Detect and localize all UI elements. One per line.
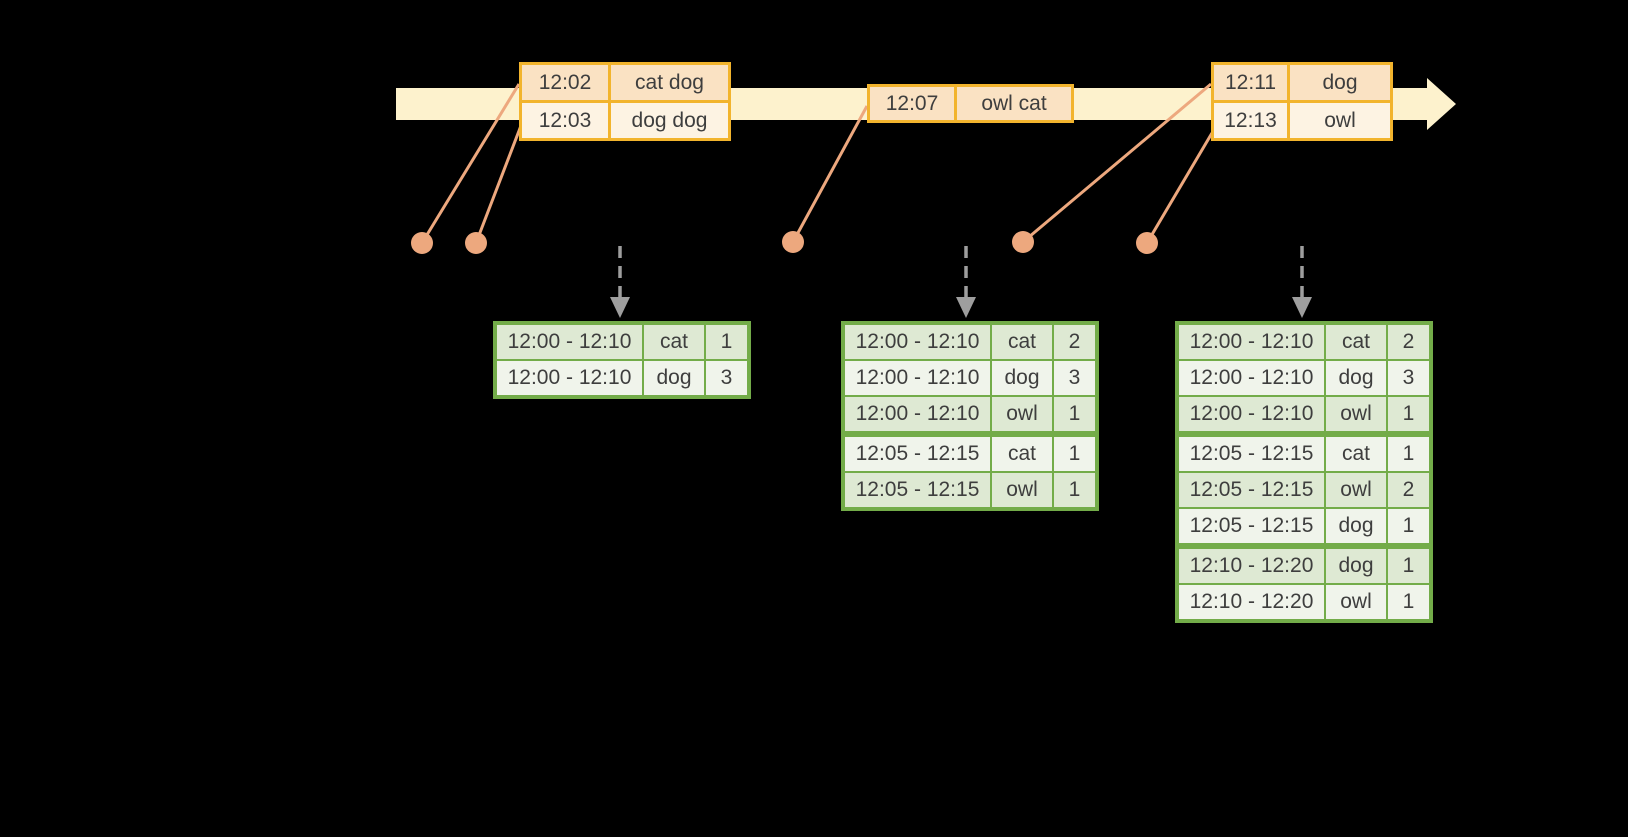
event-dot bbox=[411, 232, 433, 254]
result-word-cell: cat bbox=[990, 322, 1054, 361]
result-window-cell: 12:00 - 12:10 bbox=[494, 322, 644, 361]
event-words-cell: owl bbox=[1290, 103, 1390, 138]
event-dot bbox=[1012, 231, 1034, 253]
result-word-cell: dog bbox=[1324, 507, 1388, 547]
result-word-cell: cat bbox=[1324, 322, 1388, 361]
result-window-cell: 12:05 - 12:15 bbox=[842, 471, 992, 510]
result-count-cell: 3 bbox=[1386, 359, 1432, 397]
event-words-cell: cat dog bbox=[611, 65, 728, 100]
result-window-cell: 12:05 - 12:15 bbox=[1176, 471, 1326, 509]
result-word-cell: cat bbox=[990, 431, 1054, 473]
trigger-arrowhead-icon bbox=[1292, 297, 1312, 318]
result-count-cell: 3 bbox=[704, 359, 750, 398]
result-count-cell: 1 bbox=[1386, 431, 1432, 473]
event-dot bbox=[782, 231, 804, 253]
result-word-cell: owl bbox=[990, 471, 1054, 510]
event-connector-lines bbox=[420, 82, 1214, 244]
result-count-cell: 3 bbox=[1052, 359, 1098, 397]
event-time-cell: 12:11 bbox=[1214, 65, 1287, 100]
result-word-cell: owl bbox=[990, 395, 1054, 435]
event-dot bbox=[1136, 232, 1158, 254]
result-window-cell: 12:00 - 12:10 bbox=[1176, 322, 1326, 361]
event-connector-line bbox=[420, 83, 521, 244]
result-count-cell: 2 bbox=[1386, 471, 1432, 509]
result-window-cell: 12:05 - 12:15 bbox=[1176, 431, 1326, 473]
result-count-cell: 1 bbox=[1052, 395, 1098, 435]
event-time-cell: 12:02 bbox=[522, 65, 608, 100]
result-count-cell: 1 bbox=[1386, 507, 1432, 547]
result-count-cell: 2 bbox=[1386, 322, 1432, 361]
trigger-arrowhead-icon bbox=[610, 297, 630, 318]
result-window-cell: 12:00 - 12:10 bbox=[842, 322, 992, 361]
result-word-cell: owl bbox=[1324, 471, 1388, 509]
result-count-cell: 2 bbox=[1052, 322, 1098, 361]
result-count-cell: 1 bbox=[1052, 471, 1098, 510]
result-word-cell: dog bbox=[1324, 543, 1388, 585]
result-word-cell: cat bbox=[1324, 431, 1388, 473]
result-word-cell: cat bbox=[642, 322, 706, 361]
result-window-cell: 12:00 - 12:10 bbox=[842, 359, 992, 397]
result-count-cell: 1 bbox=[704, 322, 750, 361]
result-window-cell: 12:10 - 12:20 bbox=[1176, 583, 1326, 622]
event-dot bbox=[465, 232, 487, 254]
result-window-cell: 12:00 - 12:10 bbox=[1176, 395, 1326, 435]
result-count-cell: 1 bbox=[1386, 543, 1432, 585]
result-word-cell: owl bbox=[1324, 395, 1388, 435]
result-word-cell: dog bbox=[642, 359, 706, 398]
result-count-cell: 1 bbox=[1386, 395, 1432, 435]
result-word-cell: owl bbox=[1324, 583, 1388, 622]
event-dots bbox=[411, 231, 1158, 254]
result-count-cell: 1 bbox=[1052, 431, 1098, 473]
event-connector-line bbox=[1022, 82, 1212, 244]
event-connector-line bbox=[1145, 132, 1214, 244]
event-connector-line bbox=[791, 105, 869, 243]
result-count-cell: 1 bbox=[1386, 583, 1432, 622]
result-word-cell: dog bbox=[990, 359, 1054, 397]
event-words-cell: owl cat bbox=[957, 87, 1071, 120]
result-window-cell: 12:05 - 12:15 bbox=[1176, 507, 1326, 547]
event-time-cell: 12:13 bbox=[1214, 103, 1287, 138]
result-window-cell: 12:05 - 12:15 bbox=[842, 431, 992, 473]
event-time-cell: 12:03 bbox=[522, 103, 608, 138]
event-connector-line bbox=[474, 122, 524, 244]
result-word-cell: dog bbox=[1324, 359, 1388, 397]
result-window-cell: 12:00 - 12:10 bbox=[494, 359, 644, 398]
event-words-cell: dog dog bbox=[611, 103, 728, 138]
trigger-arrows bbox=[610, 246, 1312, 318]
result-window-cell: 12:00 - 12:10 bbox=[842, 395, 992, 435]
trigger-arrowhead-icon bbox=[956, 297, 976, 318]
result-window-cell: 12:10 - 12:20 bbox=[1176, 543, 1326, 585]
event-words-cell: dog bbox=[1290, 65, 1390, 100]
result-window-cell: 12:00 - 12:10 bbox=[1176, 359, 1326, 397]
event-time-cell: 12:07 bbox=[870, 87, 954, 120]
